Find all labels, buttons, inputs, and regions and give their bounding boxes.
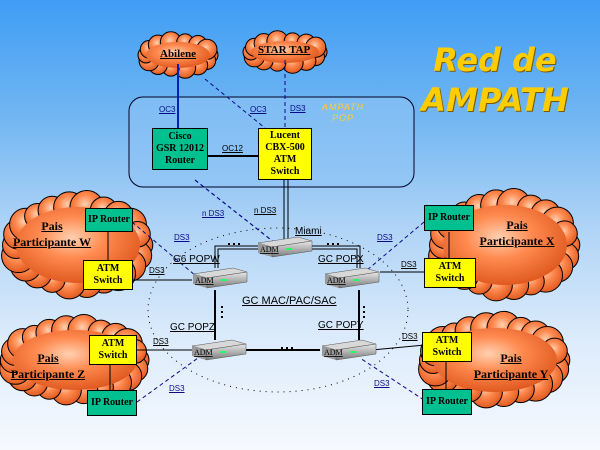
label-ds3-x-router: DS3	[377, 233, 393, 242]
ip-router-z: IP Router	[87, 390, 137, 416]
label-ds3-w-switch: DS3	[149, 266, 165, 275]
lucent-line1: Lucent	[269, 130, 300, 141]
cisco-router-box: Cisco GSR 12012 Router	[152, 128, 208, 170]
cloud-abilene	[137, 31, 219, 79]
cloud-startap	[242, 30, 328, 74]
country-w-line1: Pais	[41, 219, 63, 233]
adm-popy-label: ADM	[324, 348, 343, 357]
atm-switch-y-line2: Switch	[432, 347, 462, 358]
label-ds3-y-router: DS3	[374, 379, 390, 388]
atm-switch-z-line2: Switch	[98, 350, 128, 361]
country-w-line2: Participante W	[12, 235, 92, 249]
label-oc3-lucent: OC3	[250, 105, 267, 114]
title-line1: Red de	[433, 41, 557, 79]
ip-router-z-label: IP Router	[91, 397, 133, 408]
atm-switch-x-line2: Switch	[435, 273, 465, 284]
label-g6-popw: G6 POPW	[173, 254, 220, 265]
adm-miami-label: ADM	[260, 245, 279, 254]
country-y-line1: Pais	[500, 351, 522, 365]
diagram-title: Red de AMPATH	[405, 40, 585, 120]
link-nds3-cisco-miami	[194, 179, 276, 244]
pop-label-line2: POP	[332, 113, 355, 123]
label-nds3-left: n DS3	[202, 209, 225, 218]
sonet-links	[214, 245, 361, 351]
ip-router-y: IP Router	[422, 389, 472, 415]
label-ds3-startap: DS3	[290, 104, 306, 113]
cloud-abilene-label: Abilene	[160, 48, 197, 60]
label-gc-popz: GC POPZ	[170, 322, 216, 333]
ip-router-w-label: IP Router	[88, 214, 130, 225]
atm-switch-z-line1: ATM	[101, 338, 125, 349]
country-x-line2: Participante X	[479, 234, 555, 248]
country-links	[107, 221, 450, 403]
country-z-line1: Pais	[37, 351, 59, 365]
link-ellipsis-marks	[221, 243, 365, 349]
atm-switch-w-line1: ATM	[96, 263, 120, 274]
adm-popw-label: ADM	[195, 276, 214, 285]
label-ds3-w-router: DS3	[174, 233, 190, 242]
lucent-atm-switch-box: Lucent CBX-500 ATM Switch	[258, 128, 312, 180]
ip-router-y-label: IP Router	[426, 396, 468, 407]
cloud-startap-label: STAR TAP	[258, 44, 311, 56]
label-ds3-z-switch: DS3	[153, 337, 169, 346]
gc-ring	[147, 227, 409, 393]
country-y-label: Pais Participante Y	[468, 350, 554, 382]
adm-popw: ADM	[192, 267, 248, 289]
country-z-label: Pais Participante Z	[4, 350, 92, 382]
ip-router-w: IP Router	[85, 208, 133, 232]
label-ds3-y-switch: DS3	[402, 332, 418, 341]
adm-popx: ADM	[324, 267, 380, 289]
label-gc-ring: GC MAC/PAC/SAC	[242, 295, 337, 307]
country-w-label: Pais Participante W	[4, 218, 100, 250]
label-nds3-right: n DS3	[254, 206, 277, 215]
country-x-line1: Pais	[506, 218, 528, 232]
atm-switch-w-line2: Switch	[93, 275, 123, 286]
lucent-line2: CBX-500	[265, 142, 305, 153]
label-oc3-cisco: OC3	[159, 105, 176, 114]
ip-router-x: IP Router	[424, 205, 474, 231]
lucent-line4: Switch	[270, 166, 300, 177]
country-z-line2: Participante Z	[10, 367, 86, 381]
atm-switch-x-line1: ATM	[438, 261, 462, 272]
adm-popz: ADM	[191, 339, 247, 361]
country-x-label: Pais Participante X	[474, 217, 560, 249]
adm-popy: ADM	[321, 339, 377, 361]
adm-popx-label: ADM	[327, 276, 346, 285]
cisco-line2: GSR 12012	[155, 143, 205, 154]
ampath-pop-label: AMPATH POP	[322, 102, 364, 124]
label-oc12: OC12	[222, 144, 243, 153]
country-y-line2: Participante Y	[473, 367, 549, 381]
label-ds3-z-router: DS3	[169, 384, 185, 393]
cisco-line3: Router	[165, 155, 195, 166]
atm-switch-y-line1: ATM	[435, 335, 459, 346]
lucent-line3: ATM	[273, 154, 297, 165]
adm-popz-label: ADM	[194, 348, 213, 357]
cisco-line1: Cisco	[168, 131, 192, 142]
label-ds3-x-switch: DS3	[401, 260, 417, 269]
label-miami: Miami	[295, 226, 322, 237]
adm-miami: ADM	[257, 236, 313, 258]
pop-label-line1: AMPATH	[322, 102, 365, 112]
ip-router-x-label: IP Router	[428, 212, 470, 223]
label-gc-popx: GC POPX	[318, 254, 364, 265]
link-abilene-lucent	[204, 78, 266, 129]
title-line2: AMPATH	[421, 81, 569, 119]
label-gc-popy: GC POPY	[318, 320, 364, 331]
